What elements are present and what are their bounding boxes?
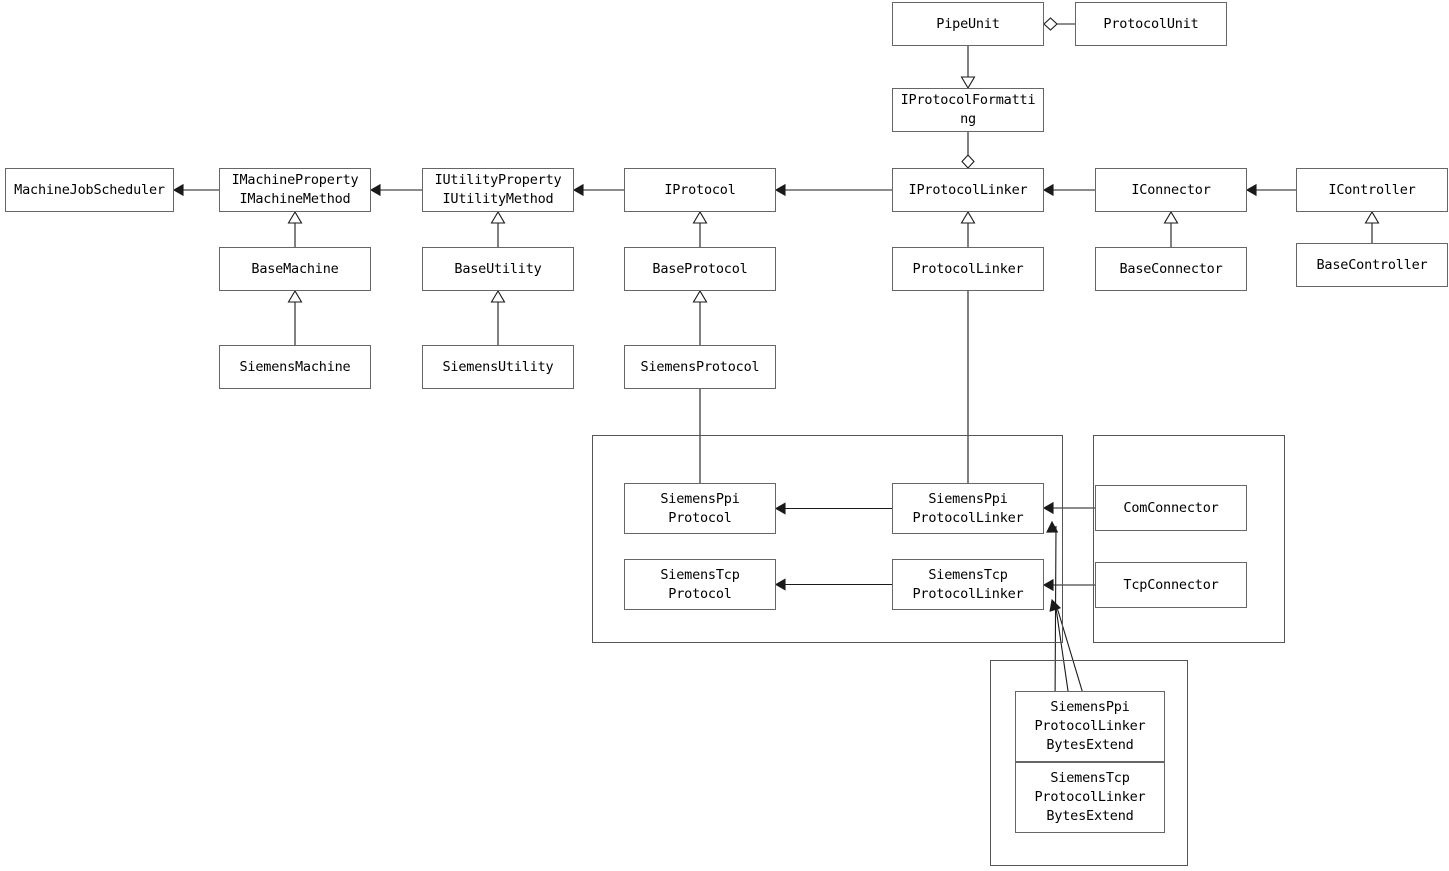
class-box-iconnector[interactable]: IConnector (1095, 168, 1247, 212)
edge-protocollinker-to-ilinker-head (960, 210, 976, 224)
edge-basecontroller-to-icontroller-head (1364, 210, 1380, 224)
class-box-iutility[interactable]: IUtilityProperty IUtilityMethod (422, 168, 574, 212)
class-box-siemens_tcp_protocol[interactable]: SiemensTcp Protocol (624, 559, 776, 610)
class-box-com_connector[interactable]: ComConnector (1095, 485, 1247, 531)
class-box-siemens_ppi_linker[interactable]: SiemensPpi ProtocolLinker (892, 483, 1044, 534)
class-box-pipe_unit[interactable]: PipeUnit (892, 2, 1044, 46)
edge-imachine-to-scheduler-head (172, 183, 184, 197)
edge-siemensmachine-to-basemachine-head (287, 289, 303, 303)
edge-icontroller-to-iconnector-head (1245, 183, 1257, 197)
class-box-siemens_tcp_linker[interactable]: SiemensTcp ProtocolLinker (892, 559, 1044, 610)
class-box-siemens_protocol[interactable]: SiemensProtocol (624, 345, 776, 389)
class-box-protocol_unit[interactable]: ProtocolUnit (1075, 2, 1227, 46)
aggregation-diamond-pipeunit (1043, 17, 1058, 31)
edge-baseutility-to-iutility-head (490, 210, 506, 224)
group-connector_group (1093, 435, 1285, 643)
class-box-base_machine[interactable]: BaseMachine (219, 247, 371, 291)
edge-baseconnector-to-iconnector-head (1163, 210, 1179, 224)
class-box-imachine[interactable]: IMachineProperty IMachineMethod (219, 168, 371, 212)
class-box-iprotocol_formatting[interactable]: IProtocolFormatti ng (892, 88, 1044, 132)
edge-baseprotocol-to-iprotocol-head (692, 210, 708, 224)
class-box-base_protocol[interactable]: BaseProtocol (624, 247, 776, 291)
class-box-siemens_ppi_protocol[interactable]: SiemensPpi Protocol (624, 483, 776, 534)
class-box-base_controller[interactable]: BaseController (1296, 243, 1448, 287)
generalization-arrow-iprotocolformatting (960, 76, 976, 90)
class-box-siemens_utility[interactable]: SiemensUtility (422, 345, 574, 389)
class-box-iprotocol_linker[interactable]: IProtocolLinker (892, 168, 1044, 212)
edge-iutility-to-imachine-head (369, 183, 381, 197)
class-box-base_utility[interactable]: BaseUtility (422, 247, 574, 291)
aggregation-diamond-iprotocollinker (961, 154, 975, 169)
class-box-base_connector[interactable]: BaseConnector (1095, 247, 1247, 291)
class-box-siemens_machine[interactable]: SiemensMachine (219, 345, 371, 389)
edge-siemensutility-to-baseutility-head (490, 289, 506, 303)
class-box-icontroller[interactable]: IController (1296, 168, 1448, 212)
class-box-protocol_linker[interactable]: ProtocolLinker (892, 247, 1044, 291)
class-box-tcp_connector[interactable]: TcpConnector (1095, 562, 1247, 608)
edge-siemensprotocol-to-baseprotocol-head (692, 289, 708, 303)
group-protocol_group (592, 435, 1063, 643)
edge-basemachine-to-imachine-head (287, 210, 303, 224)
class-box-tcp_bytes_extend[interactable]: SiemensTcp ProtocolLinker BytesExtend (1015, 762, 1165, 833)
edge-iconnector-to-iprotocollinker-head (1042, 183, 1054, 197)
class-box-machine_job_scheduler[interactable]: MachineJobScheduler (5, 168, 174, 212)
edge-iprotocollinker-to-iprotocol-head (774, 183, 786, 197)
edge-iprotocol-to-iutility-head (572, 183, 584, 197)
class-box-ppi_bytes_extend[interactable]: SiemensPpi ProtocolLinker BytesExtend (1015, 691, 1165, 762)
class-box-iprotocol[interactable]: IProtocol (624, 168, 776, 212)
